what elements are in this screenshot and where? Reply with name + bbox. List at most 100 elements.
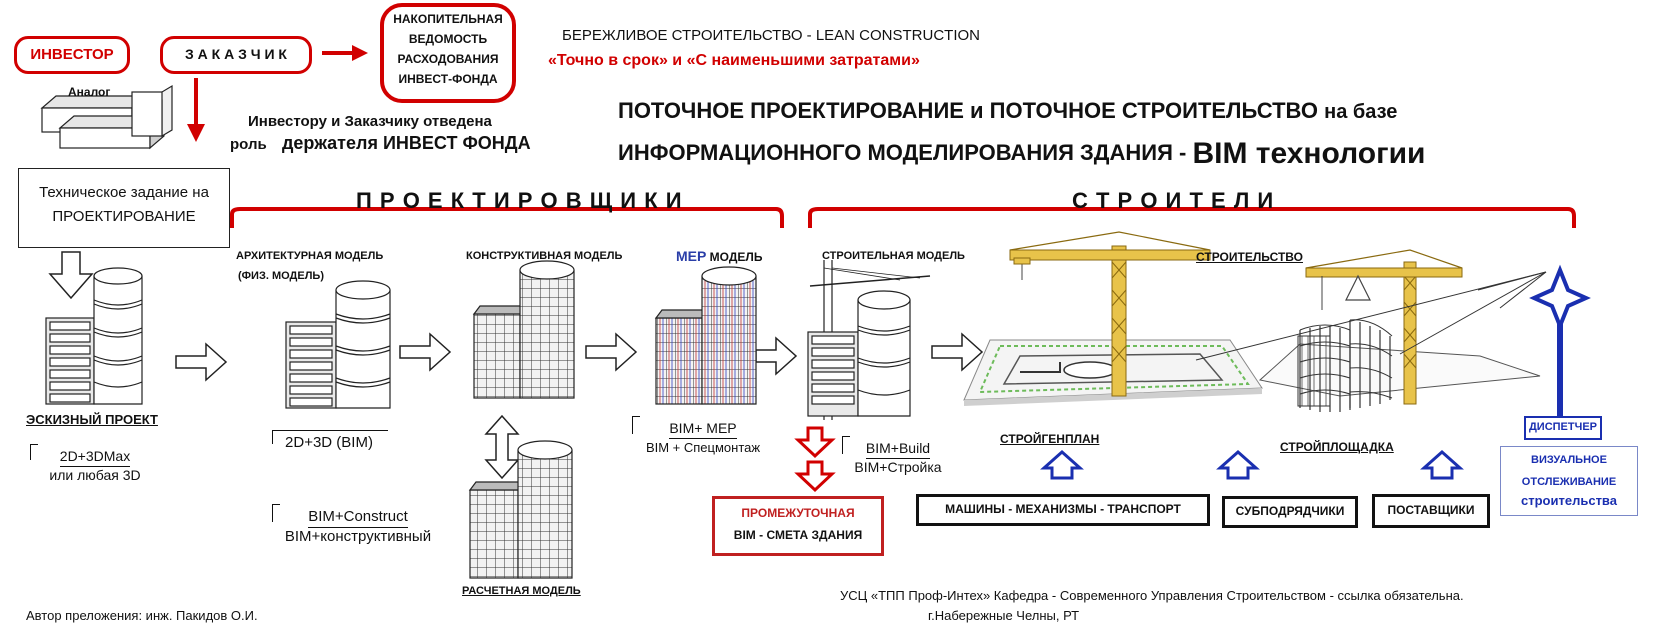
build-formula-top: BIM+Build <box>865 440 931 459</box>
ledger-line-2: ВЕДОМОСТЬ <box>408 32 488 46</box>
build-formula-bracket <box>842 436 850 454</box>
ledger-line-3: РАСХОДОВАНИЯ <box>397 52 499 66</box>
estimate-line-1: ПРОМЕЖУТОЧНАЯ <box>741 506 855 520</box>
designers-bracket <box>230 207 784 228</box>
arrow-suppliers-up <box>1420 449 1464 480</box>
sketch-formula: 2D+3DMax или любая 3D <box>30 448 160 483</box>
arch-formula-line <box>272 430 388 431</box>
dispatcher-tower-icon <box>1195 264 1591 416</box>
ledger-line-1: НАКОПИТЕЛЬНАЯ <box>393 12 503 26</box>
arrow-struct-calc <box>484 414 520 480</box>
struct-building-icon <box>472 260 575 399</box>
site-construction-icon <box>1258 249 1541 412</box>
construct-formula-bottom: BIM+конструктивный <box>284 528 432 545</box>
mep-formula-bracket <box>632 416 640 434</box>
role-line-2b: держателя ИНВЕСТ ФОНДА <box>282 133 531 153</box>
mep-model-accent: MEP <box>676 248 707 264</box>
investor-label: ИНВЕСТОР <box>30 46 114 63</box>
build-formula-bottom: BIM+Стройка <box>854 459 942 475</box>
subcontractors-box <box>1222 496 1358 528</box>
arrows-to-estimate <box>794 426 836 493</box>
builders-title: С Т Р О И Т Е Л И <box>1072 188 1275 213</box>
builders-bracket <box>808 207 1576 228</box>
machines-box <box>916 494 1210 526</box>
arch-formula-tick <box>272 430 273 444</box>
lean-slogan: «Точно в срок» и «С наименьшими затратам… <box>548 52 920 69</box>
mep-formula-bottom: BIM + Спецмонтаж <box>645 440 761 455</box>
machines-label: МАШИНЫ - МЕХАНИЗМЫ - ТРАНСПОРТ <box>945 502 1181 516</box>
dispatcher-label: ДИСПЕТЧЕР <box>1528 421 1598 433</box>
estimate-box <box>712 496 884 556</box>
lean-title: БЕРЕЖЛИВОЕ СТРОИТЕЛЬСТВО - LEAN CONSTRUC… <box>562 27 981 44</box>
arrow-stage-2 <box>399 332 452 372</box>
visual-tracking-box <box>1500 446 1638 516</box>
tech-task-line-2: ПРОЕКТИРОВАНИЕ <box>52 208 196 225</box>
role-line-1: Инвестору и Заказчику отведена <box>248 113 492 130</box>
build-formula: BIM+Build BIM+Стройка <box>842 440 954 475</box>
analog-label: Аналог <box>68 85 111 99</box>
designers-title: П Р О Е К Т И Р О В Щ И К И <box>356 188 683 213</box>
arrow-stage-1 <box>175 342 228 382</box>
construction-label: СТРОИТЕЛЬСТВО <box>1196 250 1303 264</box>
tech-task-line-1: Техническое задание на <box>39 184 209 201</box>
sketch-formula-bottom: или любая 3D <box>49 467 141 483</box>
arrow-subcontractors-up <box>1216 449 1260 480</box>
mep-formula: BIM+ MEP BIM + Спецмонтаж <box>632 420 774 455</box>
visual-line-1: ВИЗУАЛЬНОЕ <box>1531 454 1607 466</box>
suppliers-label: ПОСТАВЩИКИ <box>1387 503 1475 517</box>
sketch-label: ЭСКИЗНЫЙ ПРОЕКТ <box>26 412 158 427</box>
role-line-2a: роль <box>230 136 267 153</box>
main-title-2b: BIM технологии <box>1192 137 1426 170</box>
arch-model-label: АРХИТЕКТУРНАЯ МОДЕЛЬ <box>236 250 384 262</box>
main-title-line-1: ПОТОЧНОЕ ПРОЕКТИРОВАНИЕ и ПОТОЧНОЕ СТРОИ… <box>618 98 1397 124</box>
calc-model-label: РАСЧЕТНАЯ МОДЕЛЬ <box>462 585 581 597</box>
arch-model-sub: (ФИЗ. МОДЕЛЬ) <box>238 270 324 282</box>
construct-formula-top: BIM+Construct <box>308 508 408 528</box>
main-title-1a: ПОТОЧНОЕ ПРОЕКТИРОВАНИЕ и ПОТОЧНОЕ СТРОИ… <box>618 98 1325 123</box>
calc-building-icon <box>468 440 573 579</box>
customer-label: З А К А З Ч И К <box>185 46 287 62</box>
struct-model-label: КОНСТРУКТИВНАЯ МОДЕЛЬ <box>466 250 623 262</box>
arrow-stage-4 <box>755 336 798 376</box>
construct-formula-bracket <box>272 504 280 522</box>
suppliers-box <box>1372 494 1490 528</box>
subcontractors-label: СУБПОДРЯДЧИКИ <box>1235 504 1345 518</box>
build-model-building-icon <box>807 260 931 420</box>
visual-line-3: строительства <box>1521 493 1617 508</box>
investor-box <box>14 36 130 74</box>
mep-model-rest: МОДЕЛЬ <box>706 250 763 264</box>
mep-formula-top: BIM+ MEP <box>669 420 737 439</box>
sketch-building-icon <box>45 267 143 405</box>
arch-building-icon <box>285 280 391 409</box>
estimate-line-2: BIM - СМЕТА ЗДАНИЯ <box>733 528 863 542</box>
arrow-machines-up <box>1040 449 1084 480</box>
main-title-1b: на базе <box>1324 101 1398 123</box>
ledger-line-4: ИНВЕСТ-ФОНДА <box>398 72 498 86</box>
dispatcher-box <box>1524 416 1602 440</box>
arrow-customer-down <box>187 78 205 142</box>
main-title-2a: ИНФОРМАЦИОННОГО МОДЕЛИРОВАНИЯ ЗДАНИЯ - <box>618 140 1193 165</box>
visual-line-2: ОТСЛЕЖИВАНИЕ <box>1521 476 1617 488</box>
arrow-stage-5 <box>931 332 984 372</box>
genplan-site-icon <box>963 231 1263 406</box>
author-footer: Автор преложения: инж. Пакидов О.И. <box>26 608 258 623</box>
arrow-to-ledger <box>322 45 368 61</box>
tech-task-box <box>18 168 230 248</box>
mep-model-label: MEP МОДЕЛЬ <box>676 248 762 264</box>
analog-blocks-icon <box>40 84 173 150</box>
sketch-formula-bracket <box>30 444 38 460</box>
arch-formula: 2D+3D (BIM) <box>285 434 373 451</box>
city-footer: г.Набережные Челны, РТ <box>928 608 1080 623</box>
site-label: СТРОЙПЛОЩАДКА <box>1280 440 1394 454</box>
genplan-label: СТРОЙГЕНПЛАН <box>1000 432 1100 446</box>
org-footer: УСЦ «ТПП Проф-Интех» Кафедра - Современн… <box>840 588 1464 603</box>
customer-box <box>160 36 312 74</box>
build-model-label: СТРОИТЕЛЬНАЯ МОДЕЛЬ <box>822 250 965 262</box>
arrow-stage-3 <box>585 332 638 372</box>
mep-building-icon <box>654 266 757 405</box>
sketch-formula-top: 2D+3DMax <box>59 448 131 467</box>
main-title-line-2: ИНФОРМАЦИОННОГО МОДЕЛИРОВАНИЯ ЗДАНИЯ - B… <box>618 134 1426 170</box>
ledger-box <box>380 3 516 103</box>
arrow-task-down <box>48 251 94 300</box>
